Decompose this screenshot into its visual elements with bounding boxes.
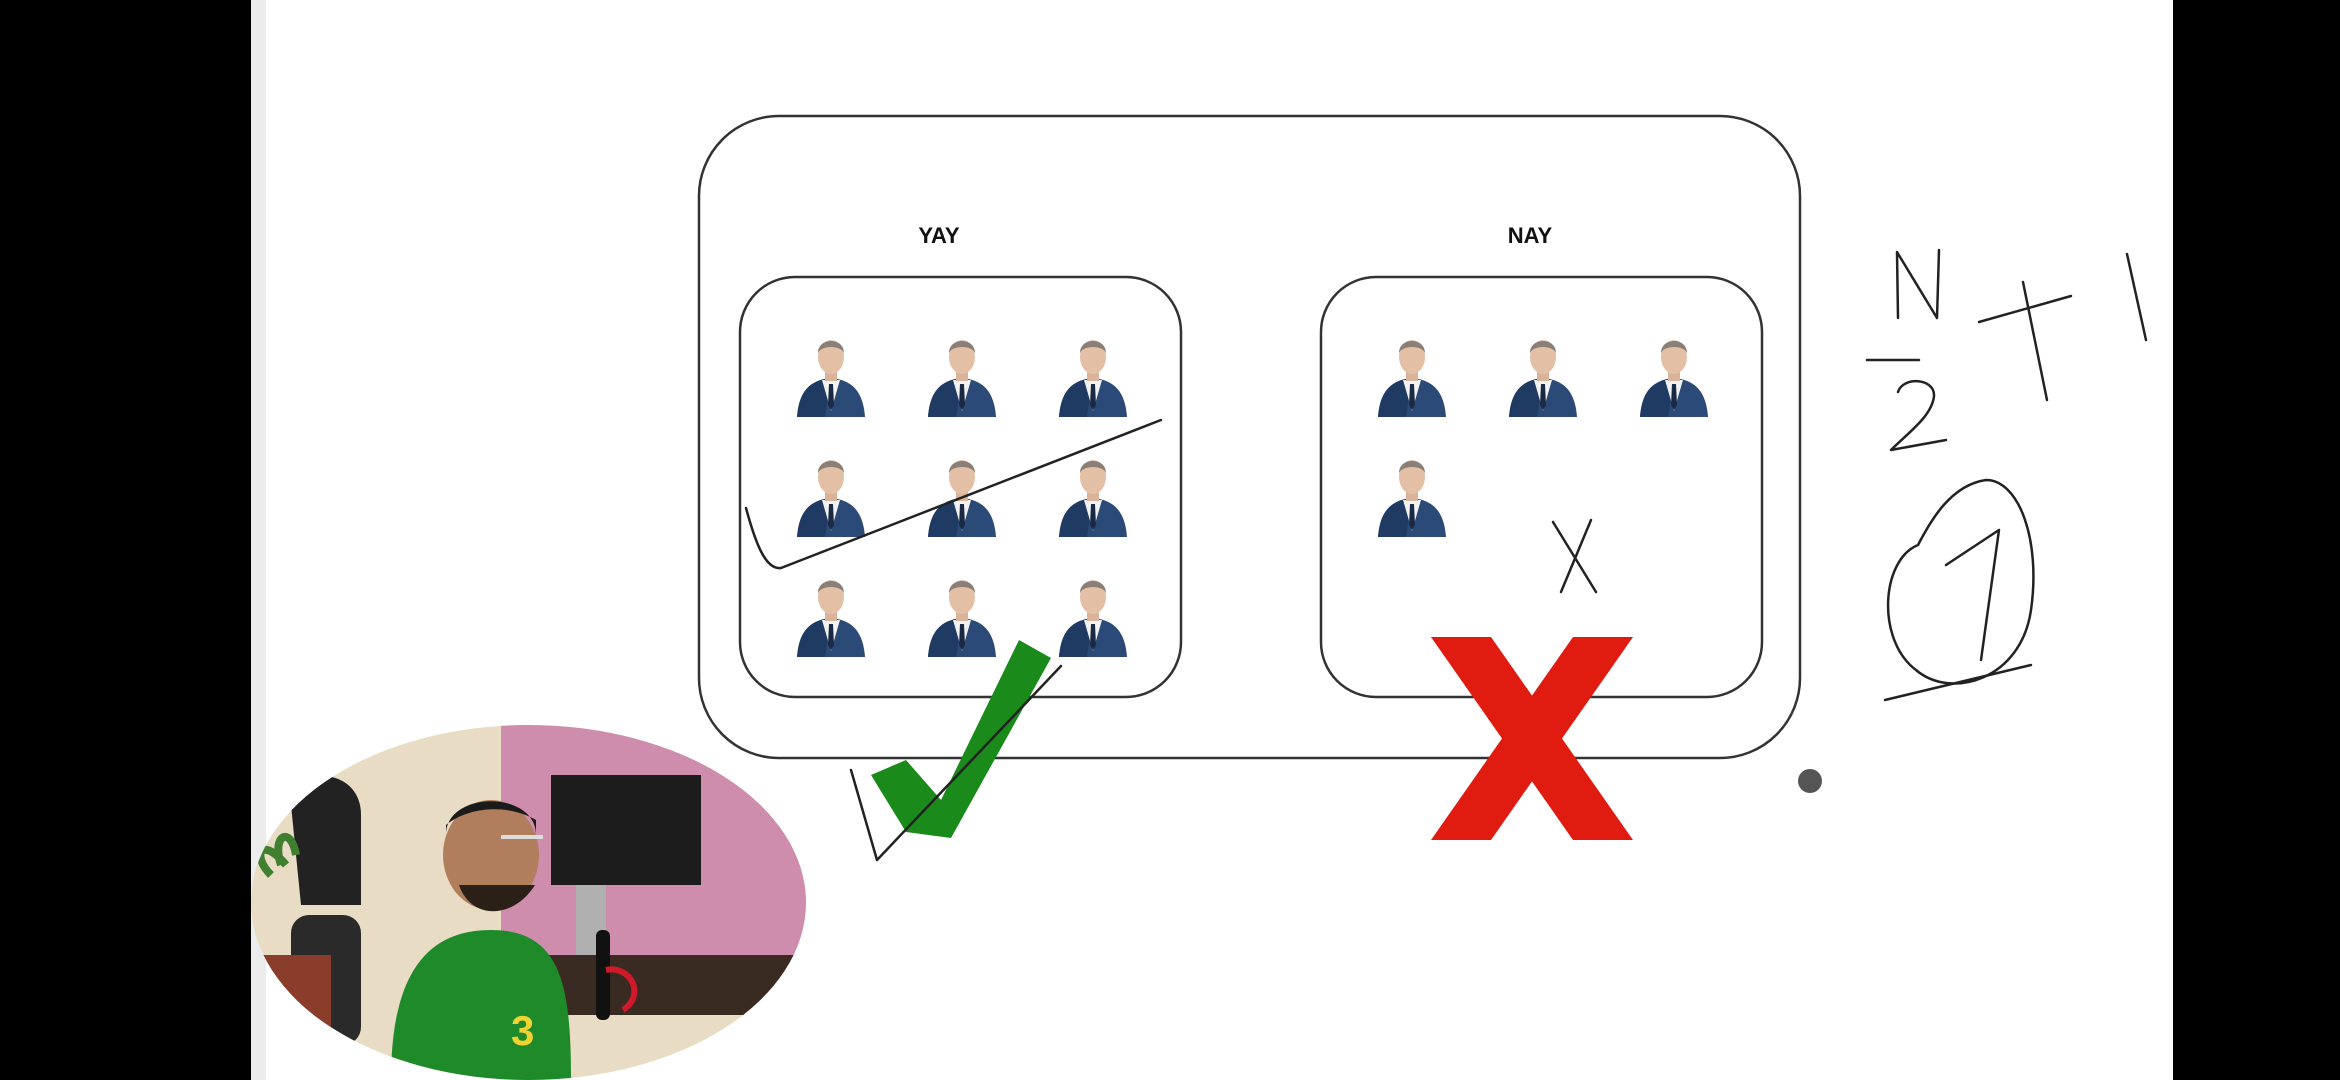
ink-circle — [1886, 478, 2035, 685]
person-in-suit-icon — [1059, 460, 1127, 537]
ink-tick-line — [744, 418, 1163, 570]
ink-small-x — [1551, 518, 1598, 594]
person-in-suit-icon — [797, 340, 865, 417]
person-in-suit-icon — [928, 580, 996, 657]
nay-group-box — [1319, 275, 1764, 699]
person-in-suit-icon — [1509, 340, 1577, 417]
yay-group-box — [738, 275, 1183, 699]
person-in-suit-icon — [928, 340, 996, 417]
person-in-suit-icon — [1059, 580, 1127, 657]
microphone — [596, 930, 610, 1020]
outer-container — [697, 114, 1802, 760]
ink-digit-1 — [2125, 252, 2148, 342]
ink-underline — [1883, 663, 2033, 702]
ink-letter-n — [1895, 248, 1941, 320]
plant — [256, 833, 300, 878]
person-in-suit-icon — [1378, 460, 1446, 537]
presenter-shirt — [391, 930, 571, 1080]
mic-cable — [605, 966, 638, 1013]
diagram-canvas: YAY NAY — [697, 114, 2148, 862]
nay-label: NAY — [1508, 223, 1553, 248]
chair-headrest — [291, 776, 361, 905]
presenter-hair — [446, 801, 536, 835]
shirt-number: 3 — [511, 1007, 534, 1054]
handwritten-annotations — [744, 248, 2148, 862]
panel-edge — [251, 0, 266, 1080]
person-in-suit-icon — [797, 460, 865, 537]
monitor — [551, 775, 701, 885]
person-in-suit-icon — [797, 580, 865, 657]
person-in-suit-icon — [1059, 340, 1127, 417]
ink-tick-check — [849, 664, 1063, 862]
yay-label: YAY — [918, 223, 960, 248]
ink-digit-7 — [1944, 528, 2001, 662]
ink-digit-2 — [1889, 379, 1948, 452]
presenter-face — [443, 800, 539, 910]
whiteboard: YAY NAY — [251, 0, 2173, 1080]
person-in-suit-icon — [1378, 340, 1446, 417]
webcam-scene: 3 — [251, 725, 806, 1080]
presenter-webcam: 3 — [251, 725, 806, 1080]
check-mark-icon — [871, 640, 1051, 838]
pen-cursor — [1798, 769, 1822, 793]
presenter-beard — [459, 885, 535, 912]
person-in-suit-icon — [1640, 340, 1708, 417]
nay-voters — [1378, 340, 1708, 537]
x-mark-icon — [1431, 637, 1633, 840]
ink-plus — [1977, 280, 2073, 402]
